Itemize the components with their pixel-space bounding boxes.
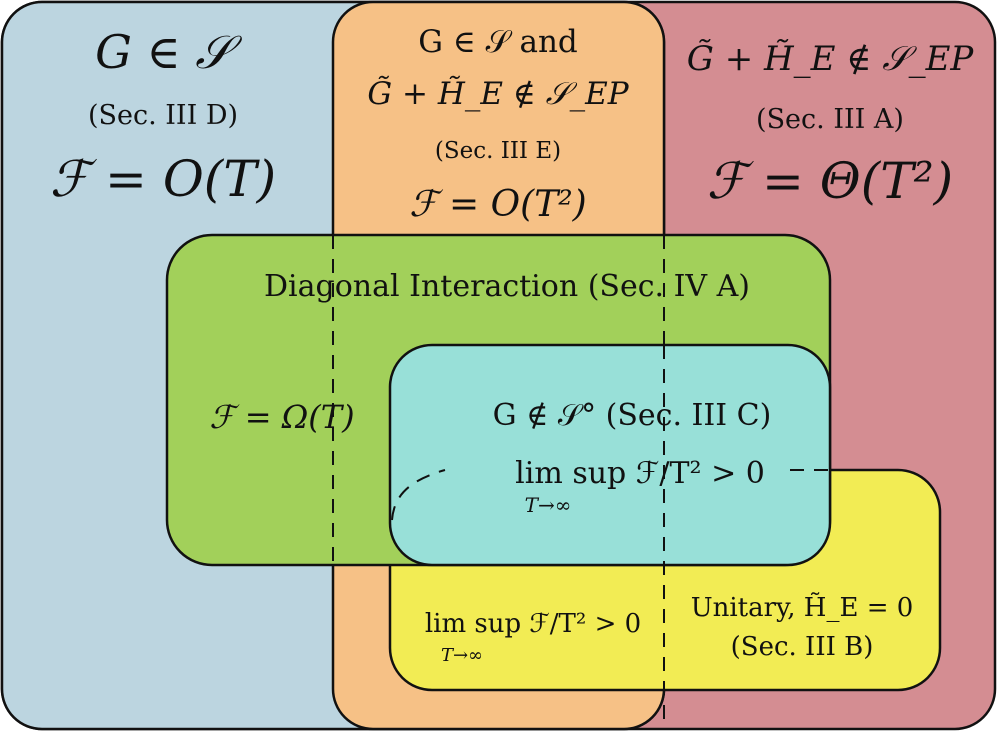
orange-complexity: ℱ = O(T²) <box>409 184 586 225</box>
red-condition: G̃ + H̃_E ∉ 𝒮_EP <box>687 39 975 79</box>
yellow-unitary: Unitary, H̃_E = 0 <box>691 592 914 623</box>
orange-condition-2: G̃ + H̃_E ∉ 𝒮_EP <box>367 75 629 112</box>
yellow-limsup: lim sup ℱ/T² > 0 <box>425 609 641 639</box>
green-formula: ℱ = Ω(T) <box>209 398 354 436</box>
blue-condition: G ∈ 𝒮 <box>95 25 242 79</box>
blue-complexity: ℱ = O(T) <box>50 150 276 208</box>
yellow-limsup-subscript: T→∞ <box>441 645 483 666</box>
blue-section: (Sec. III D) <box>88 100 238 131</box>
green-title: Diagonal Interaction (Sec. IV A) <box>264 269 750 304</box>
red-complexity: ℱ = Θ(T²) <box>707 152 953 210</box>
orange-condition: G ∈ 𝒮 and <box>418 24 578 60</box>
region-cyan <box>388 343 832 567</box>
red-section: (Sec. III A) <box>756 104 904 135</box>
yellow-section: (Sec. III B) <box>731 632 874 662</box>
cyan-limsup-subscript: T→∞ <box>525 493 572 517</box>
dashed-curve-cyan-inner <box>391 469 446 521</box>
orange-section: (Sec. III E) <box>435 138 561 164</box>
cyan-limsup: lim sup ℱ/T² > 0 <box>515 456 765 491</box>
cyan-condition: G ∉ 𝒮° (Sec. III C) <box>493 398 772 433</box>
